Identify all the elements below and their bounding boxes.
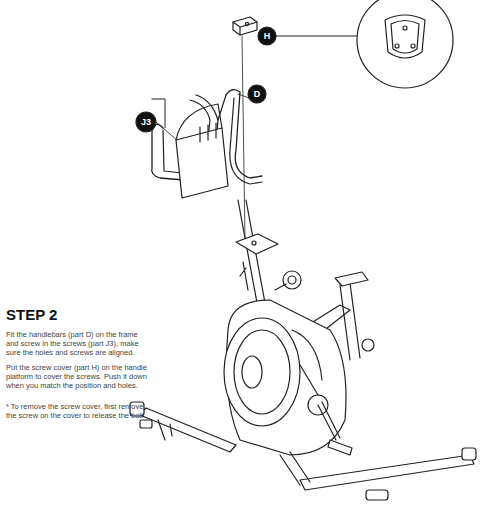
step-title: STEP 2	[6, 306, 57, 323]
instruction-text: Put the screw cover (part H) on the hand…	[6, 363, 151, 390]
instruction-text: * To remove the screw cover, first remov…	[6, 402, 151, 420]
callout-letter: J3	[136, 116, 156, 128]
instruction-text: Fit the handlebars (part D) on the frame…	[6, 330, 151, 357]
callout-letter: H	[257, 30, 277, 42]
callout-letter: D	[247, 88, 267, 100]
